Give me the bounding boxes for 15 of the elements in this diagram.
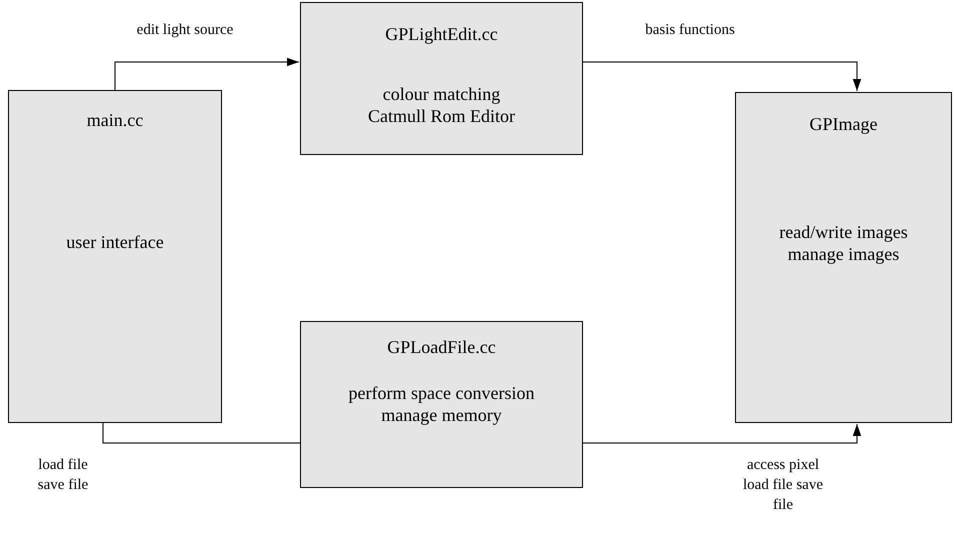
module-description: perform space conversion manage memory	[348, 382, 536, 426]
connector-arrow	[114, 58, 300, 90]
module-box	[8, 90, 222, 423]
connector-arrow	[582, 62, 862, 92]
module-name: main.cc	[86, 109, 144, 131]
module-description: read/write images manage images	[778, 221, 909, 265]
module-name: GPLightEdit.cc	[384, 23, 499, 45]
module-description: colour matching Catmull Rom Editor	[367, 83, 516, 127]
connector-arrow	[582, 424, 862, 444]
module-box	[735, 92, 952, 423]
module-name: GPImage	[808, 113, 878, 135]
module-box	[300, 2, 583, 155]
module-name: GPLoadFile.cc	[386, 336, 497, 358]
module-box	[300, 321, 583, 488]
module-description: user interface	[65, 231, 165, 253]
